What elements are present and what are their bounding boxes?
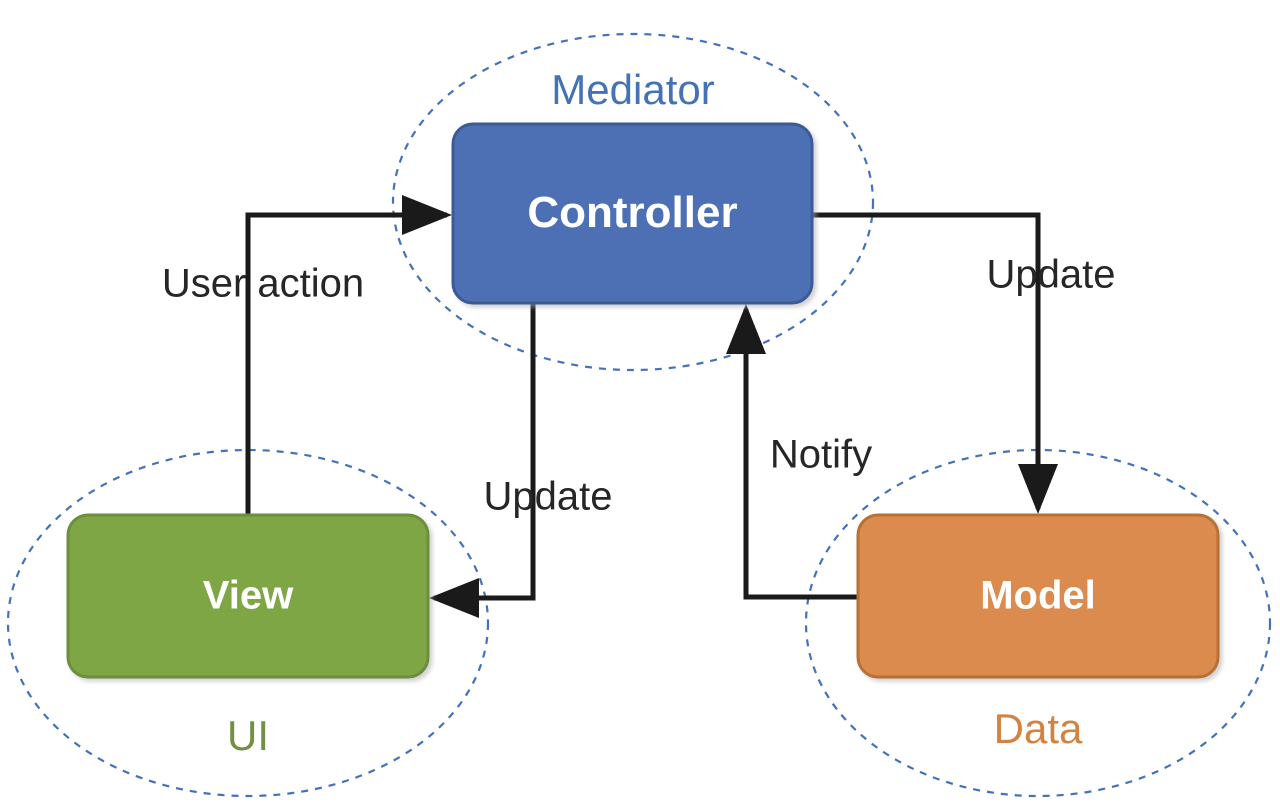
nodes — [66, 122, 1220, 679]
edge-labels: User action Update Notify Update — [162, 253, 1116, 519]
controller-node-box[interactable] — [451, 122, 814, 305]
controller-node-label: Controller — [527, 188, 737, 237]
edges — [245, 195, 1058, 618]
edge-user-action — [245, 195, 452, 515]
edge-label-update-view: Update — [484, 475, 613, 519]
node-labels: Controller View Model — [203, 188, 1096, 617]
mediator-group-label: Mediator — [551, 66, 714, 113]
edge-label-update-model: Update — [987, 253, 1116, 297]
ui-group-label: UI — [227, 712, 269, 759]
edge-controller-update-model — [812, 212, 1058, 514]
ui-group-ellipse — [6, 448, 490, 798]
mediator-group-ellipse — [391, 32, 875, 372]
edge-model-notify — [726, 304, 858, 600]
edge-label-notify: Notify — [770, 433, 872, 477]
data-group-label: Data — [994, 705, 1083, 752]
view-node-box[interactable] — [66, 513, 430, 679]
edge-controller-update-view — [429, 303, 536, 618]
view-node-label: View — [203, 574, 294, 618]
group-labels: Mediator UI Data — [227, 66, 1083, 759]
model-node-label: Model — [980, 574, 1096, 618]
model-node-box[interactable] — [856, 513, 1220, 679]
edge-label-user-action: User action — [162, 262, 364, 306]
